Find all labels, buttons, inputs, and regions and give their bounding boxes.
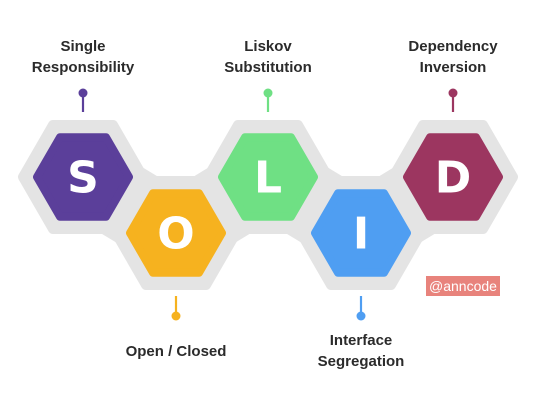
hexagon-o — [126, 189, 226, 277]
label-l: Substitution — [224, 59, 311, 76]
label-d: Dependency — [408, 38, 498, 55]
label-l: Liskov — [244, 38, 292, 55]
hexagon-i — [311, 189, 411, 277]
label-s: Responsibility — [32, 59, 135, 76]
hexagon-d — [403, 133, 503, 221]
letter-d: D — [435, 153, 472, 204]
stem-dot — [448, 88, 458, 98]
stem-dot — [356, 311, 366, 321]
letter-hexagons: S O L I D — [33, 133, 503, 277]
stem-dot — [171, 311, 181, 321]
label-i: Segregation — [318, 353, 405, 370]
letter-o: O — [157, 209, 194, 260]
letter-l: L — [254, 153, 282, 204]
watermark-tag: @anncode — [426, 276, 500, 296]
label-o: Open / Closed — [126, 343, 227, 360]
connector-stems — [78, 88, 458, 321]
label-i: Interface — [330, 332, 393, 349]
label-d: Inversion — [420, 59, 487, 76]
label-s: Single — [60, 38, 105, 55]
hexagon-l — [218, 133, 318, 221]
hexagon-s — [33, 133, 133, 221]
letter-s: S — [67, 153, 99, 204]
stem-dot — [263, 88, 273, 98]
stem-dot — [78, 88, 88, 98]
letter-i: I — [353, 209, 369, 260]
